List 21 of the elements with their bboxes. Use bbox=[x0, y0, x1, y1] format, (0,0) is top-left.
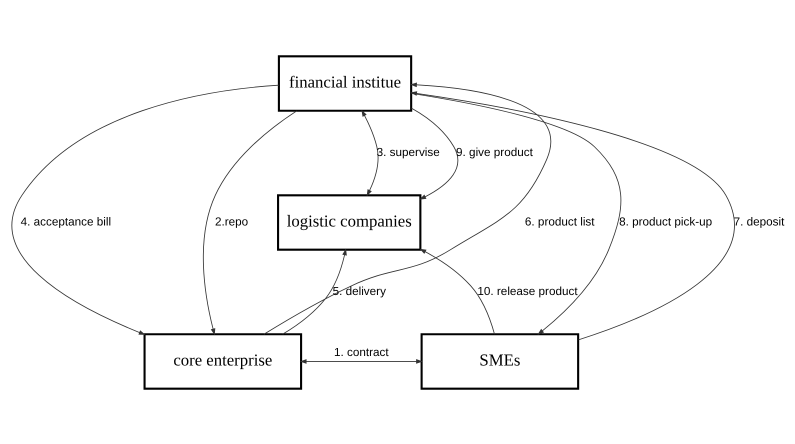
node-box: financial institue bbox=[278, 54, 412, 112]
arrow bbox=[12, 84, 280, 334]
arrow bbox=[263, 82, 551, 334]
edge-label: 10. release product bbox=[477, 284, 578, 298]
edge-label: 1. contract bbox=[334, 345, 389, 358]
node-box: logistic companies bbox=[277, 194, 422, 250]
edge-label: 2.repo bbox=[215, 215, 248, 228]
arrow bbox=[202, 110, 298, 335]
node-box: SMEs bbox=[420, 332, 580, 390]
arrow bbox=[410, 92, 622, 334]
arrow bbox=[282, 248, 347, 334]
arrow bbox=[300, 358, 423, 364]
edge-label: 6. product list bbox=[524, 215, 595, 228]
arrow bbox=[420, 248, 495, 334]
arrow bbox=[410, 90, 735, 340]
arrow bbox=[410, 107, 458, 200]
edge-label: 8. product pick-up bbox=[619, 215, 712, 228]
node-box: core enterprise bbox=[144, 332, 302, 390]
edge-label: 4. acceptance bill bbox=[20, 215, 112, 228]
edge-label: 9. give product bbox=[456, 146, 533, 159]
arrow bbox=[361, 109, 378, 196]
